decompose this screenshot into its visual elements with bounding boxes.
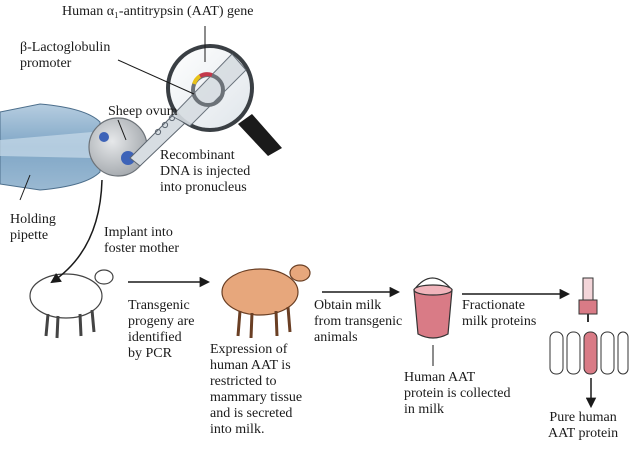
transgenic-sheep-icon: [221, 264, 311, 339]
label-sheep-ovum: Sheep ovum: [108, 104, 178, 119]
label-fractionate: Fractionate milk proteins: [462, 298, 537, 329]
label-implant: Implant into foster mother: [104, 225, 180, 256]
label-aat-gene: Human α₁-antitrypsin (AAT) gene: [62, 4, 254, 19]
milk-bucket-icon: [413, 277, 453, 339]
label-transgenic-progeny: Transgenic progeny are identified by PCR: [128, 298, 195, 361]
label-expression: Expression of human AAT is restricted to…: [210, 342, 303, 437]
sheep-ovum-icon: [88, 117, 148, 177]
fractionation-column-icon: [578, 277, 598, 322]
foster-sheep-icon: [29, 269, 114, 339]
label-recombinant-dna: Recombinant DNA is injected into pronucl…: [160, 148, 251, 195]
label-collected: Human AAT protein is collected in milk: [404, 370, 511, 417]
label-pure-protein: Pure human AAT protein: [548, 410, 619, 441]
label-promoter: β-Lactoglobulin promoter: [20, 40, 111, 71]
label-obtain-milk: Obtain milk from transgenic animals: [314, 298, 403, 345]
leader-lines: [19, 26, 434, 366]
magnifying-glass-icon: [166, 44, 282, 156]
holding-pipette-icon: [0, 103, 103, 191]
label-holding-pipette: Holding pipette: [10, 212, 56, 243]
fraction-tubes-icon: [549, 331, 629, 375]
flow-arrows: [50, 179, 597, 409]
